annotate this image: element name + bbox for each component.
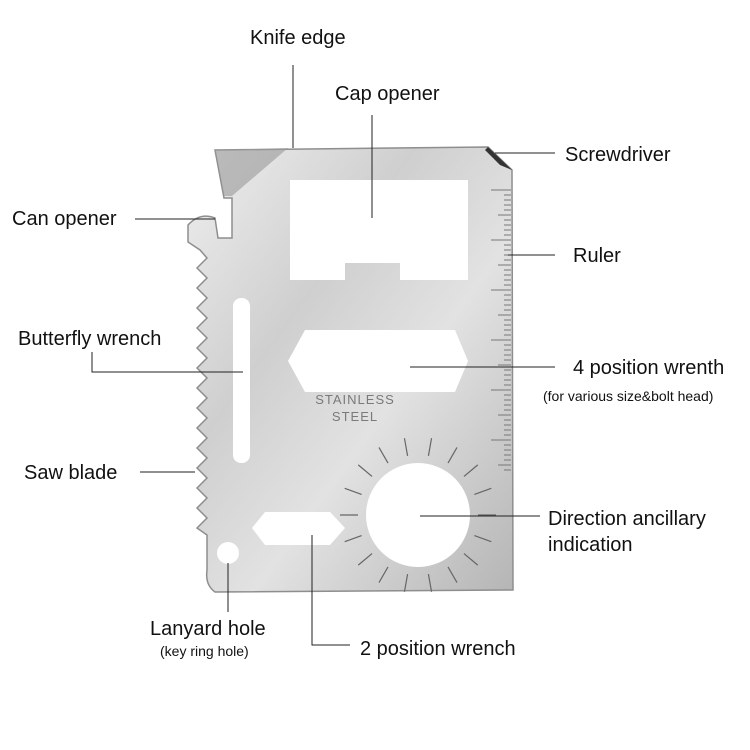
label-cap-opener: Cap opener: [335, 83, 440, 105]
knife-edge-bevel: [215, 148, 288, 196]
multitool-card: STAINLESS STEEL: [187, 146, 514, 593]
direction-ray: [378, 447, 389, 464]
direction-ray: [427, 573, 433, 592]
label-screwdriver: Screwdriver: [565, 144, 671, 166]
direction-ray: [357, 553, 373, 566]
stamp-stainless: STAINLESS: [315, 392, 395, 407]
stamp-steel: STEEL: [332, 409, 378, 424]
ruler-ticks: [491, 189, 511, 471]
direction-rays: [340, 438, 496, 592]
label-direction-2: indication: [548, 534, 633, 556]
note-lanyard-hole: (key ring hole): [160, 643, 249, 659]
direction-ray: [427, 438, 433, 457]
direction-ray: [463, 464, 479, 477]
label-direction-1: Direction ancillary: [548, 508, 706, 530]
card-body: [187, 146, 514, 593]
label-lanyard-hole: Lanyard hole: [150, 618, 266, 640]
label-butterfly-wrench: Butterfly wrench: [18, 328, 161, 350]
label-can-opener: Can opener: [12, 208, 117, 230]
note-4-position-wrench: (for various size&bolt head): [543, 388, 713, 404]
label-2-position-wrench: 2 position wrench: [360, 638, 516, 660]
direction-ray: [403, 438, 409, 457]
direction-ray: [403, 573, 409, 592]
direction-ray: [344, 487, 362, 496]
leader-lines: [91, 65, 555, 646]
direction-ray: [344, 534, 362, 543]
direction-ray: [447, 447, 458, 464]
direction-ray: [463, 553, 479, 566]
direction-ray: [474, 487, 492, 496]
direction-ray: [447, 566, 458, 583]
direction-ray: [474, 534, 492, 543]
screwdriver-tip: [485, 147, 512, 170]
label-4-position-wrench: 4 position wrenth: [573, 357, 724, 379]
label-knife-edge: Knife edge: [250, 27, 346, 49]
direction-ray: [357, 464, 373, 477]
direction-ray: [378, 566, 389, 583]
label-ruler: Ruler: [573, 245, 621, 267]
label-saw-blade: Saw blade: [24, 462, 117, 484]
